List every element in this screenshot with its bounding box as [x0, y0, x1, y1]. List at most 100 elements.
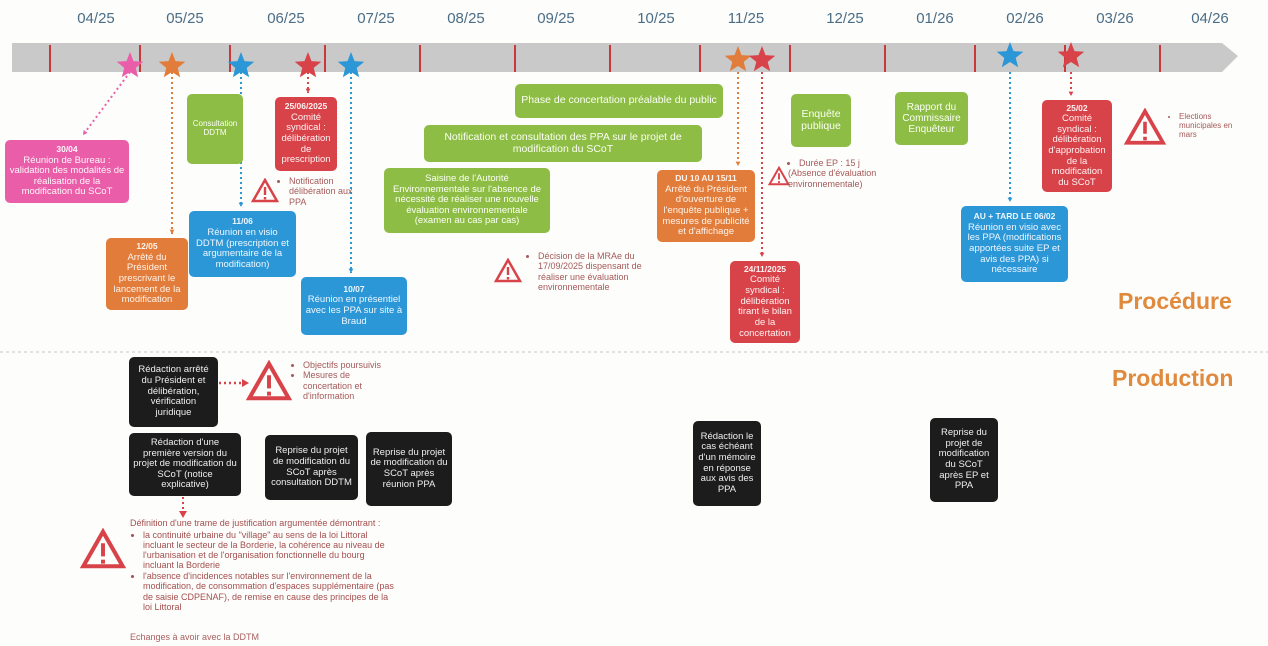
box-text: Réunion de Bureau : validation des modal…: [9, 154, 125, 198]
redaction-premiere-box: Rédaction d'une première version du proj…: [129, 433, 241, 496]
box-date: 11/06: [232, 216, 253, 227]
month-label: 02/26: [1006, 10, 1044, 27]
comite-2506-box: 25/06/2025 Comité syndical : délibératio…: [275, 97, 337, 171]
box-text: Réunion en présentiel avec les PPA sur s…: [305, 294, 403, 327]
reprise-ppa-box: Reprise du projet de modification du SCo…: [366, 432, 452, 506]
warning-icon: [251, 178, 279, 203]
reprise-ddtm-box: Reprise du projet de modification du SCo…: [265, 435, 358, 500]
box-text: Rédaction arrêté du Président et délibér…: [138, 364, 209, 418]
month-label: 08/25: [447, 10, 485, 27]
milestone-star-icon: [1057, 42, 1085, 68]
enquete-publique-box: Enquête publique: [791, 94, 851, 147]
box-text: Reprise du projet de modification du SCo…: [370, 446, 448, 490]
connector-arrowhead: [1068, 91, 1074, 96]
box-date: 24/11/2025: [743, 263, 787, 274]
consultation-ddtm-box: Consultation DDTM: [187, 94, 243, 164]
month-label: 05/25: [166, 10, 204, 27]
month-label: 12/25: [826, 10, 864, 27]
box-text: Reprise du projet de modification du SCo…: [938, 427, 990, 492]
note-item: Notification délibération aux PPA: [289, 176, 354, 207]
month-label: 03/26: [1096, 10, 1134, 27]
justification-note: Définition d'une trame de justification …: [130, 518, 395, 613]
month-label: 04/25: [77, 10, 115, 27]
arrete-president-box: 12/05 Arrêté du Président prescrivant le…: [106, 238, 188, 310]
box-text: Reprise du projet de modification du SCo…: [271, 445, 352, 489]
note-item: Mesures de concertation et d'information: [303, 370, 392, 401]
month-label: 09/25: [537, 10, 575, 27]
note-text: (Absence d'évaluation environnementale): [788, 168, 877, 189]
justification-intro: Définition d'une trame de justification …: [130, 518, 381, 528]
phase-concertation-box: Phase de concertation préalable du publi…: [515, 84, 723, 118]
milestone-star-icon: [996, 42, 1024, 68]
notif-delib-note: Notification délibération aux PPA: [278, 176, 354, 207]
elections-note: Elections municipales en mars: [1168, 112, 1240, 140]
box-date: 25/02: [1066, 102, 1088, 113]
month-label: 06/25: [267, 10, 305, 27]
milestone-stars: [116, 42, 1085, 78]
box-text: Phase de concertation préalable du publi…: [521, 94, 717, 107]
connector-arrowhead: [238, 202, 244, 207]
box-text: Réunion en visio DDTM (prescription et a…: [196, 227, 289, 270]
reprise-ep-box: Reprise du projet de modification du SCo…: [930, 418, 998, 502]
box-text: Réunion en visio avec les PPA (modificat…: [967, 221, 1062, 276]
memoire-box: Rédaction le cas échéant d'un mémoire en…: [693, 421, 761, 506]
production-label: Production: [1112, 365, 1234, 391]
connector-arrowhead: [348, 268, 354, 273]
box-text: Arrêté du Président prescrivant le lance…: [113, 251, 181, 306]
month-label: 07/25: [357, 10, 395, 27]
justification-item: l'absence d'incidences notables sur l'en…: [143, 571, 395, 611]
connector-arrowhead: [169, 229, 175, 234]
reunion-1106-box: 11/06 Réunion en visio DDTM (prescriptio…: [189, 211, 296, 277]
exchanges-note: Echanges à avoir avec la DDTM: [130, 632, 260, 642]
bureau-meeting-box: 30/04 Réunion de Bureau : validation des…: [5, 140, 129, 203]
month-label: 01/26: [916, 10, 954, 27]
box-text: Arrêté du Président d'ouverture de l'enq…: [662, 183, 750, 238]
box-date: 12/05: [136, 241, 158, 252]
reunion-1007-box: 10/07 Réunion en présentiel avec les PPA…: [301, 277, 407, 335]
connector-arrowhead: [305, 88, 311, 93]
box-date: DU 10 AU 15/11: [675, 173, 737, 184]
warning-icon: [768, 166, 790, 186]
comite-2411-box: 24/11/2025 Comité syndical : délibératio…: [730, 261, 800, 343]
procedure-label: Procédure: [1118, 288, 1232, 314]
connector-line: [82, 71, 131, 136]
box-text: Comité syndical : délibération de prescr…: [281, 111, 331, 166]
box-text: Rédaction d'une première version du proj…: [133, 436, 237, 491]
note-item: Objectifs poursuivis: [303, 360, 392, 370]
milestone-star-icon: [158, 52, 186, 78]
box-text: Rapport du Commissaire Enquêteur: [902, 101, 961, 136]
arrete-enquete-box: DU 10 AU 15/11 Arrêté du Président d'ouv…: [657, 170, 755, 242]
comite-2502-box: 25/02 Comité syndical : délibération d'a…: [1042, 100, 1112, 192]
note-item: Durée EP : 15 j: [799, 158, 903, 168]
box-text: Saisine de l'Autorité Environnementale s…: [392, 172, 542, 227]
milestone-star-icon: [748, 46, 776, 72]
month-ticks: [49, 45, 1161, 72]
box-date: 30/04: [56, 143, 78, 154]
decision-mrae-note: Décision de la MRAe du 17/09/2025 dispen…: [527, 251, 672, 292]
milestone-star-icon: [724, 46, 752, 72]
box-text: Consultation DDTM: [192, 119, 238, 137]
box-text: Enquête publique: [801, 107, 841, 132]
objectifs-note: Objectifs poursuivis Mesures de concerta…: [292, 360, 392, 401]
box-text: Notification et consultation des PPA sur…: [444, 130, 682, 155]
box-date: AU + TARD LE 06/02: [973, 211, 1056, 222]
arrow-head: [242, 379, 249, 387]
warning-icon: [246, 360, 292, 401]
milestone-star-icon: [337, 52, 365, 78]
month-label: 10/25: [637, 10, 675, 27]
box-date: 10/07: [343, 283, 365, 294]
arrow-head-down: [179, 511, 187, 518]
note-item: Décision de la MRAe du 17/09/2025 dispen…: [538, 251, 672, 292]
warning-icon: [494, 258, 522, 283]
connector-arrowhead: [735, 161, 741, 166]
connector-lines: [82, 71, 1074, 273]
reunion-0602-box: AU + TARD LE 06/02 Réunion en visio avec…: [961, 206, 1068, 282]
milestone-star-icon: [294, 52, 322, 78]
connector-arrowhead: [83, 130, 88, 135]
warning-icon: [1124, 108, 1166, 145]
timeline-arrow: [12, 43, 1238, 72]
redaction-arrete-box: Rédaction arrêté du Président et délibér…: [129, 357, 218, 427]
duree-ep-note: Durée EP : 15 j (Absence d'évaluation en…: [788, 158, 903, 189]
warning-icon: [80, 528, 126, 569]
